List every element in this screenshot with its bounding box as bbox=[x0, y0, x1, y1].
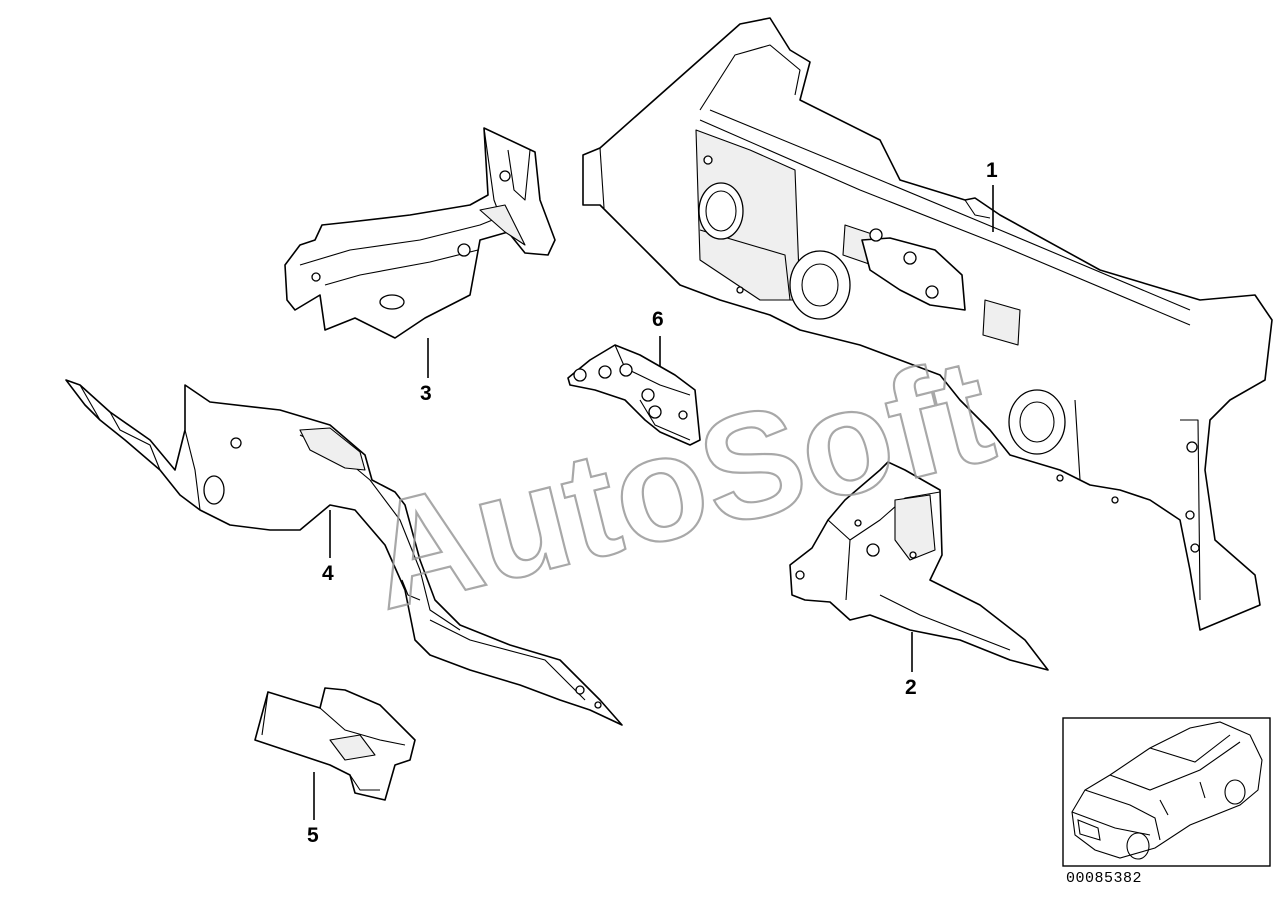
part-1-bulkhead[interactable] bbox=[582, 17, 1273, 631]
callout-2[interactable]: 2 bbox=[905, 676, 917, 699]
leader-lines bbox=[313, 185, 994, 820]
part-3-bracket[interactable] bbox=[284, 127, 556, 339]
callout-6[interactable]: 6 bbox=[652, 308, 664, 331]
callout-5[interactable]: 5 bbox=[307, 824, 319, 847]
part-4-rail[interactable] bbox=[65, 379, 623, 726]
callout-1[interactable]: 1 bbox=[986, 159, 998, 182]
vehicle-thumbnail[interactable] bbox=[1062, 717, 1271, 867]
car-icon bbox=[1071, 721, 1263, 860]
part-5-bracket[interactable] bbox=[254, 687, 416, 801]
callout-3[interactable]: 3 bbox=[420, 382, 432, 405]
document-number: 00085382 bbox=[1066, 870, 1143, 887]
part-2-bracket[interactable] bbox=[789, 461, 1049, 671]
part-6-bracket[interactable] bbox=[567, 344, 701, 446]
callout-4[interactable]: 4 bbox=[322, 562, 334, 585]
